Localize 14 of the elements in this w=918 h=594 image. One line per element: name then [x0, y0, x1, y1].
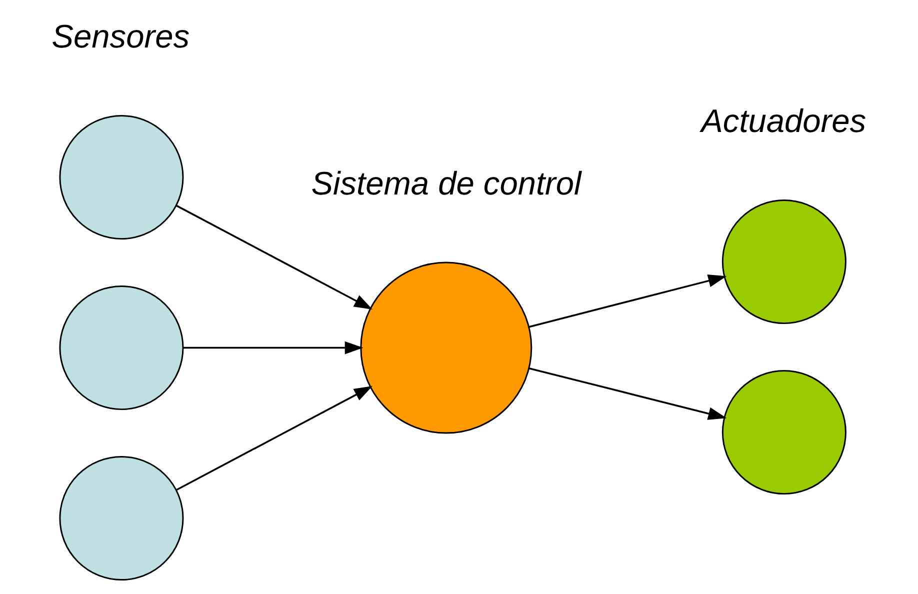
arrow	[182, 341, 363, 354]
node-circle	[721, 200, 846, 324]
node-circle	[721, 370, 846, 495]
arrow	[528, 274, 726, 328]
node-circle	[58, 286, 184, 410]
label: Sensores	[51, 18, 190, 55]
label: Sistema de control	[310, 164, 581, 202]
arrow	[528, 367, 726, 420]
node-circle	[58, 115, 184, 240]
label: Actuadores	[700, 102, 866, 140]
arrow	[176, 205, 372, 310]
node-circle	[58, 456, 184, 581]
arrow	[176, 386, 372, 491]
node-circle	[360, 262, 532, 434]
